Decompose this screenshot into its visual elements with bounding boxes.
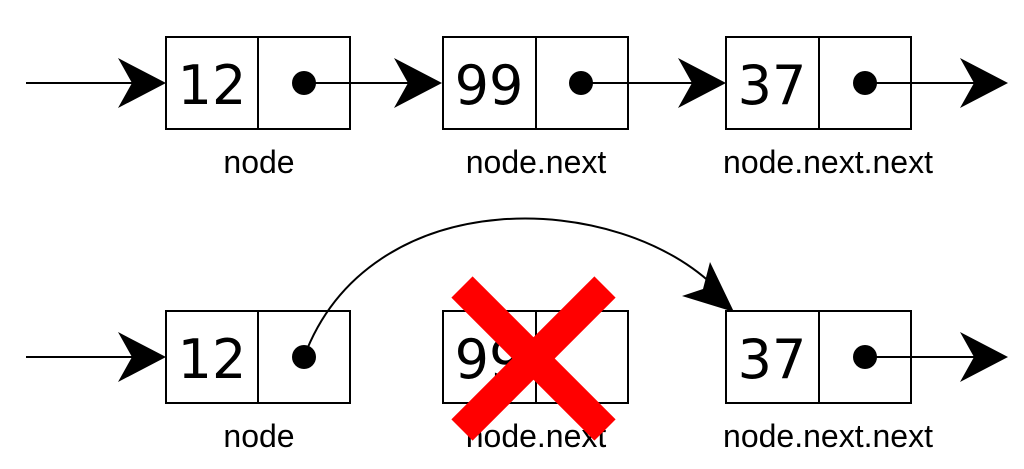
- node-value: 99: [455, 54, 524, 117]
- bottom-arrow-3: [865, 332, 1008, 382]
- top-node-12: 12: [165, 36, 351, 130]
- top-arrow-2: [581, 58, 726, 108]
- top-node-37: 37: [725, 36, 912, 130]
- top-incoming-arrow: [26, 58, 166, 108]
- top-row: 12 99 37 node no: [26, 36, 1008, 180]
- bottom-node-12: 12: [165, 310, 351, 404]
- node-value: 37: [738, 328, 807, 391]
- bottom-row: 12 99 37 node node.next node.next.nex: [26, 217, 1008, 454]
- node-value: 12: [178, 54, 247, 117]
- value-cell: [442, 36, 537, 130]
- bypass-arrow: [303, 217, 734, 358]
- node-label: node.next.next: [723, 418, 933, 454]
- value-cell: [165, 310, 259, 404]
- node-label: node.next.next: [723, 144, 933, 180]
- node-label: node: [223, 418, 294, 454]
- node-label: node: [223, 144, 294, 180]
- bottom-incoming-arrow: [26, 332, 166, 382]
- top-arrow-1: [304, 58, 442, 108]
- node-label: node.next: [466, 144, 607, 180]
- cross-icon: [451, 276, 616, 441]
- value-cell: [725, 310, 820, 404]
- top-arrow-3: [865, 58, 1008, 108]
- value-cell: [725, 36, 820, 130]
- node-value: 12: [178, 328, 247, 391]
- node-value: 37: [738, 54, 807, 117]
